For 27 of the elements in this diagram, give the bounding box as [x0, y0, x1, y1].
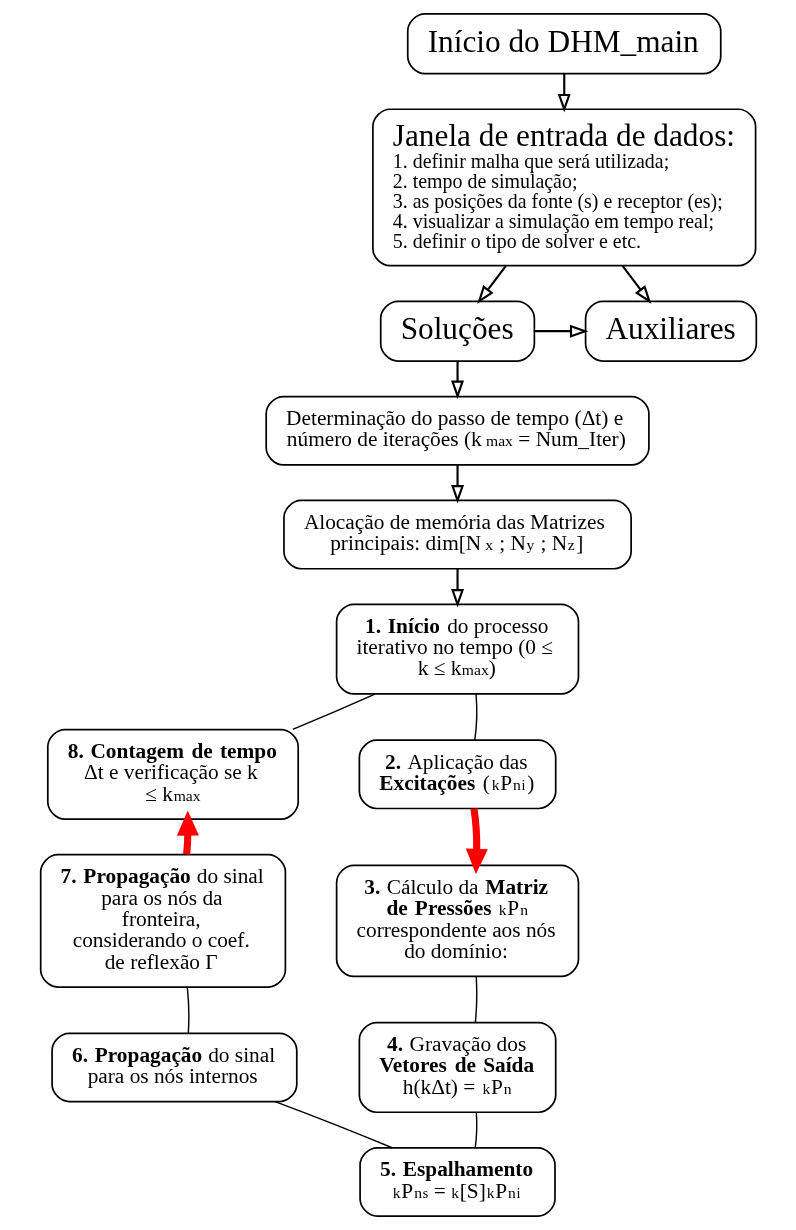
arrow: [465, 808, 488, 875]
node-box: 5. Espalhamento kPns = k[S]kPni: [358, 1146, 556, 1217]
connector: [474, 975, 477, 1024]
arrow: [450, 361, 464, 400]
arrow: [557, 73, 571, 113]
connector: [186, 986, 190, 1034]
node-box: Auxiliares: [584, 300, 757, 362]
arrow: [476, 265, 507, 304]
node-box: 2. Aplicação das Excitações (kPni): [358, 739, 557, 810]
node-box: 8. Contagem de tempo Δt e verificação se k ≤ kmax: [46, 728, 299, 820]
node-box: Janela de entrada de dados: 1. definir malha que será utilizada; 2. tempo de simulação; 3. as posições da fonte (s) e receptor (es); 4. visualizar a simulação em tempo real; 5. definir o tipo de solver e etc.: [371, 108, 756, 267]
arrow: [621, 265, 651, 304]
node-box: 3. Cálculo da Matriz de Pressões kPn correspondente aos nós do domínio:: [335, 864, 579, 978]
node-box: Soluções: [379, 300, 535, 362]
connector: [291, 693, 376, 731]
node-box: Início do DHM_main: [406, 13, 722, 75]
arrow: [450, 465, 464, 504]
arrow: [450, 568, 464, 608]
arrow: [176, 810, 199, 855]
node-box: 1. Início do processo iterativo no tempo (0 ≤ k ≤ kmax): [335, 603, 579, 695]
connector: [474, 1111, 477, 1149]
arrow: [534, 324, 588, 338]
connector: [273, 1100, 393, 1149]
node-box: 7. Propagação do sinal para os nós da fronteira, considerando o coef. de reflexão Γ: [39, 853, 286, 988]
node-box: 6. Propagação do sinal para os nós internos: [50, 1032, 298, 1103]
node-box: 4. Gravação dos Vetores de Saída h(kΔt) = kPn: [358, 1021, 557, 1114]
connector: [473, 693, 477, 741]
